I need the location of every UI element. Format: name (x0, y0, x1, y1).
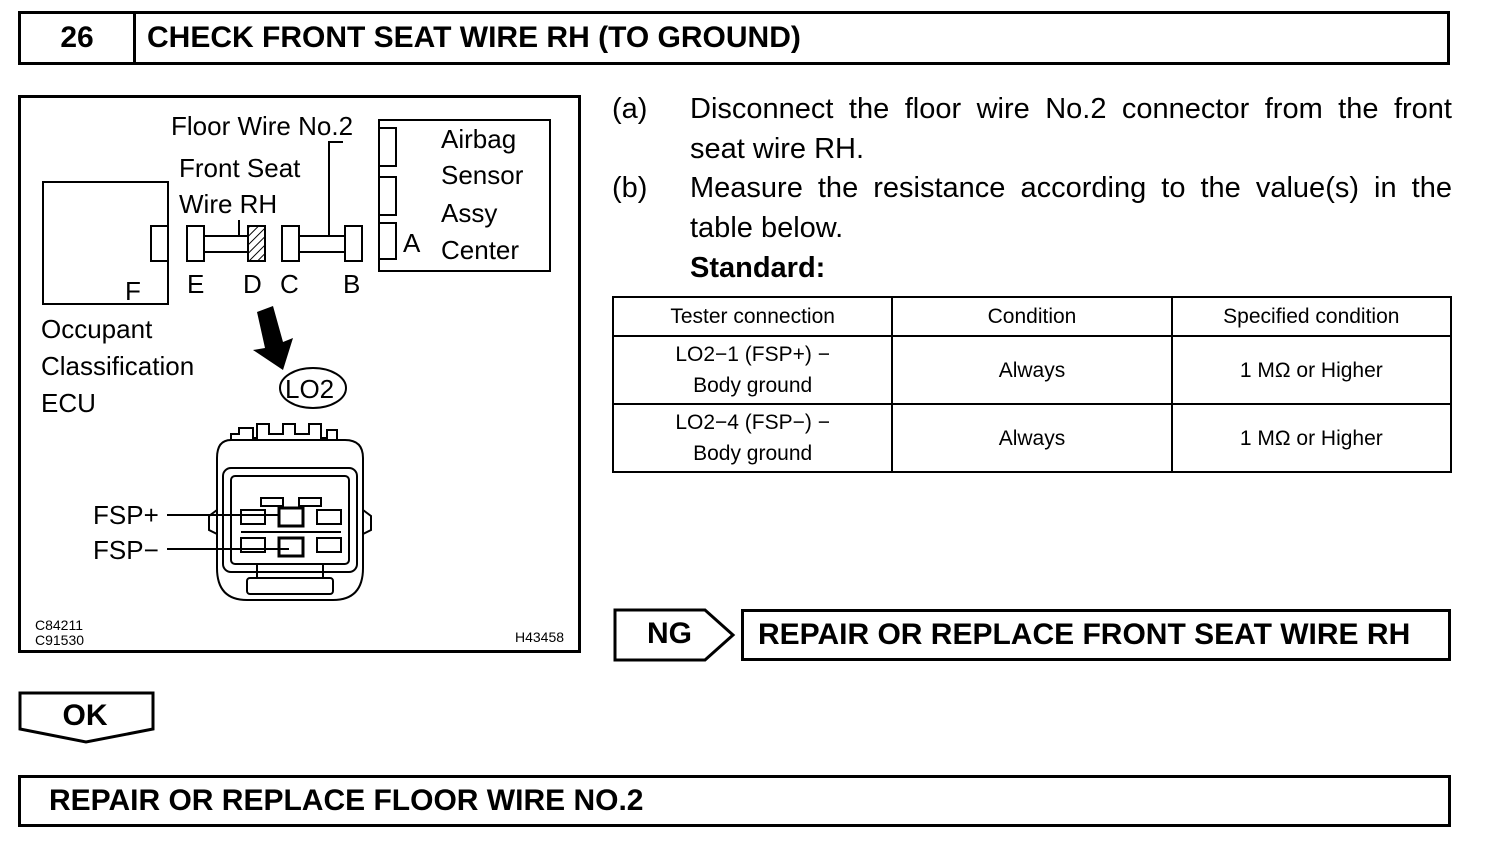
tester-connection-line-1: LO2−1 (FSP+) − (675, 343, 830, 366)
ok-label: OK (62, 699, 108, 732)
final-action-text: REPAIR OR REPLACE FLOOR WIRE NO.2 (49, 784, 644, 817)
ok-arrow-icon (18, 691, 155, 744)
figure-code-1: C84211 (35, 617, 84, 633)
tester-connection-line-1: LO2−4 (FSP−) − (675, 411, 830, 434)
connector-d-label: D (243, 269, 262, 299)
connector-f-label: F (125, 276, 141, 306)
pointer-arrow-icon (253, 306, 293, 370)
ecu-label-3: ECU (41, 388, 96, 418)
step-header: 26 CHECK FRONT SEAT WIRE RH (TO GROUND) (18, 11, 1450, 65)
tester-connection-line-2: Body ground (693, 442, 813, 465)
condition-cell: Always (891, 335, 1173, 405)
tester-connection-cell: LO2−1 (FSP+) − Body ground (611, 335, 894, 405)
fsp-minus-label: FSP− (93, 535, 159, 565)
fsp-plus-label: FSP+ (93, 500, 159, 530)
connector-lo2-icon (208, 423, 372, 601)
step-a-key: (a) (612, 93, 648, 125)
step-b-key: (b) (612, 172, 648, 204)
airbag-label-2: Sensor (441, 160, 524, 190)
front-seat-label-2: Wire RH (179, 189, 278, 219)
connector-a-label: A (403, 228, 421, 258)
figure-code-2: C91530 (35, 632, 85, 648)
final-action-box: REPAIR OR REPLACE FLOOR WIRE NO.2 (18, 775, 1451, 827)
step-a-text: Disconnect the floor wire No.2 connector… (690, 93, 1452, 165)
table-header-row: Tester connection Condition Specified co… (611, 296, 1453, 337)
connector-e-label: E (187, 269, 205, 299)
floor-wire-label: Floor Wire No.2 (171, 111, 354, 141)
specified-condition-cell: 1 MΩ or Higher (1170, 335, 1453, 405)
ng-arrow-icon (613, 608, 736, 662)
airbag-label-4: Center (441, 235, 520, 265)
airbag-label-1: Airbag (441, 124, 517, 154)
table-row: LO2−4 (FSP−) − Body ground Always 1 MΩ o… (611, 403, 1453, 473)
figure-code-3: H43458 (515, 629, 565, 645)
wiring-diagram: Floor Wire No.2 Front Seat Wire RH Airba… (18, 95, 581, 653)
ng-label: NG (647, 617, 692, 650)
connector-id-label: LO2 (285, 374, 335, 404)
spec-table: Tester connection Condition Specified co… (611, 296, 1453, 473)
ecu-label-2: Classification (41, 351, 195, 381)
step-b-text: Measure the resistance according to the … (690, 172, 1452, 244)
connector-c-label: C (280, 269, 299, 299)
front-seat-label-1: Front Seat (179, 153, 301, 183)
step-number: 26 (21, 14, 136, 62)
specified-condition-cell: 1 MΩ or Higher (1170, 403, 1453, 473)
table-header: Tester connection (611, 296, 894, 337)
step-title: CHECK FRONT SEAT WIRE RH (TO GROUND) (147, 21, 801, 54)
airbag-label-3: Assy (441, 198, 498, 228)
ng-action-text: REPAIR OR REPLACE FRONT SEAT WIRE RH (758, 618, 1411, 651)
condition-cell: Always (891, 403, 1173, 473)
table-header: Specified condition (1170, 296, 1453, 337)
table-row: LO2−1 (FSP+) − Body ground Always 1 MΩ o… (611, 335, 1453, 405)
tester-connection-line-2: Body ground (693, 374, 813, 397)
tester-connection-cell: LO2−4 (FSP−) − Body ground (611, 403, 894, 473)
wiring-diagram-drawing (42, 119, 551, 601)
table-header: Condition (891, 296, 1173, 337)
standard-label: Standard: (690, 252, 826, 284)
ng-action-box: REPAIR OR REPLACE FRONT SEAT WIRE RH (741, 609, 1451, 661)
ecu-label-1: Occupant (41, 314, 153, 344)
connector-b-label: B (343, 269, 361, 299)
